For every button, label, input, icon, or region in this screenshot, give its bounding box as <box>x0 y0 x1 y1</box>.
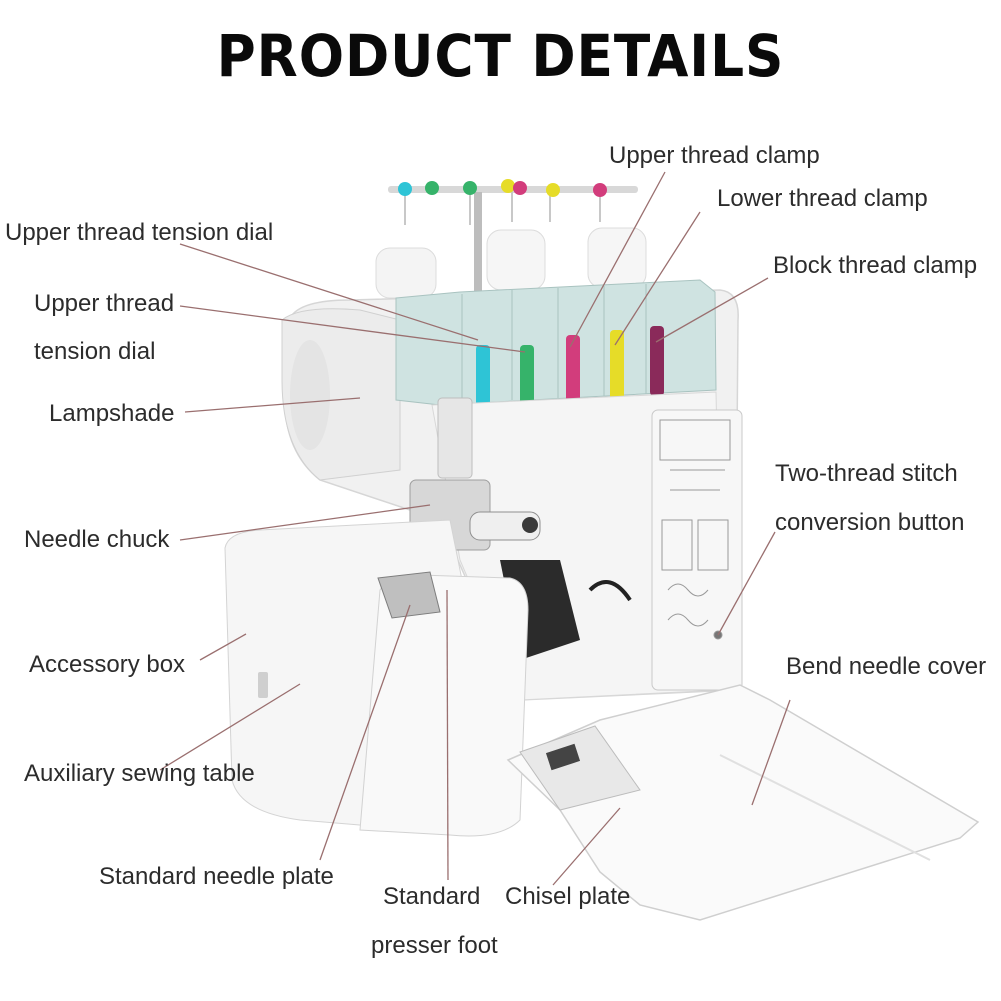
label-lower-thread-clamp: Lower thread clamp <box>717 185 928 212</box>
page-title: PRODUCT DETAILS <box>216 22 785 90</box>
label-two-thread-line2: conversion button <box>775 509 965 536</box>
machine-body <box>281 279 743 701</box>
label-upper-thread-tension-dial: Upper thread tension dial <box>5 219 274 246</box>
label-block-thread-clamp: Block thread clamp <box>773 252 978 279</box>
label-upper-thread-clamp: Upper thread clamp <box>609 142 820 169</box>
callout-leaders <box>159 171 791 886</box>
label-accessory-box: Accessory box <box>29 651 186 678</box>
label-lampshade: Lampshade <box>49 400 175 427</box>
label-bend-needle-cover: Bend needle cover <box>786 653 987 680</box>
bend-needle-cover-panel <box>506 684 980 921</box>
thread-cones <box>375 227 647 299</box>
label-standard-needle-plate: Standard needle plate <box>99 863 334 890</box>
label-upper-thread-tension-dial-2-line2: tension dial <box>34 338 156 365</box>
label-upper-thread-tension-dial-2-line1: Upper thread <box>34 290 175 317</box>
label-needle-chuck: Needle chuck <box>24 526 170 553</box>
label-auxiliary-sewing-table: Auxiliary sewing table <box>24 760 255 787</box>
label-two-thread-line1: Two-thread stitch <box>775 460 958 487</box>
label-standard-presser-foot-line1: Standard <box>383 883 481 910</box>
accessory-box-body <box>224 519 529 837</box>
label-chisel-plate: Chisel plate <box>505 883 631 910</box>
thread-stand <box>388 179 638 292</box>
label-standard-presser-foot-line2: presser foot <box>371 932 498 959</box>
